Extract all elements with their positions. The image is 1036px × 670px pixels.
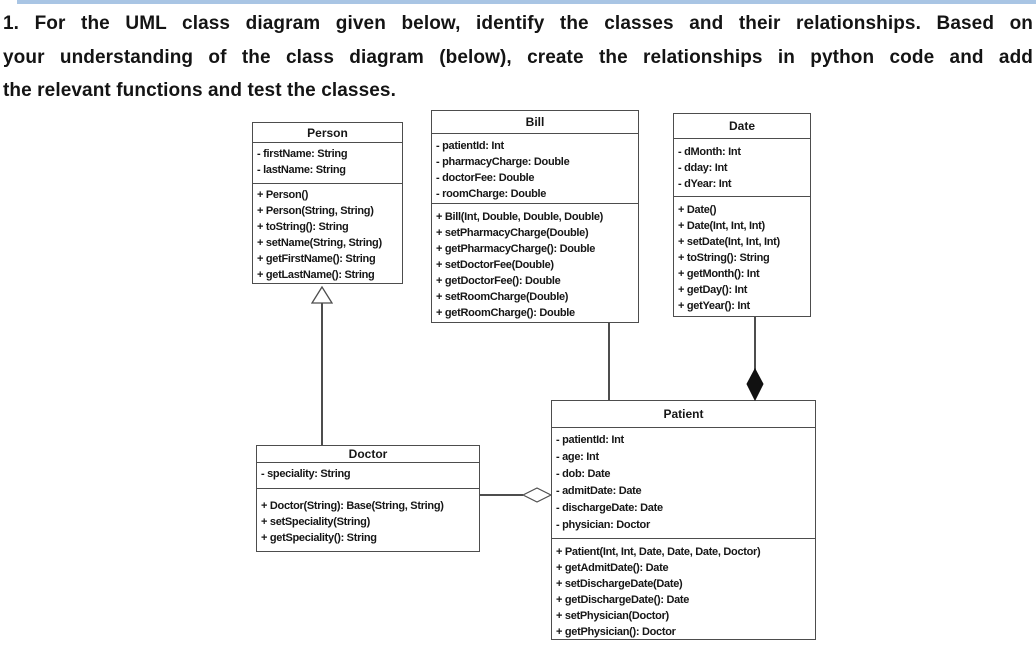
uml-method: + setDischargeDate(Date) (556, 578, 683, 590)
page-top-strip (17, 0, 1036, 4)
uml-attribute: - patientId: Int (436, 140, 504, 152)
aggregation-line-doctor-patient (480, 494, 523, 496)
uml-attribute: - pharmacyCharge: Double (436, 156, 570, 168)
uml-attributes-bill: - patientId: Int - pharmacyCharge: Double… (432, 134, 638, 203)
uml-class-title-person: Person (253, 123, 402, 143)
uml-attributes-date: - dMonth: Int - dday: Int - dYear: Int (674, 139, 810, 196)
uml-attribute: - dMonth: Int (678, 146, 741, 158)
uml-method: + getPhysician(): Doctor (556, 626, 676, 638)
uml-method: + setDoctorFee(Double) (436, 259, 554, 271)
uml-attribute: - age: Int (556, 451, 599, 463)
uml-attribute: - firstName: String (257, 148, 348, 160)
uml-attribute: - dob: Date (556, 468, 611, 480)
uml-class-person: Person - firstName: String - lastName: St… (252, 122, 403, 284)
uml-attribute: - dday: Int (678, 162, 728, 174)
uml-methods-date: + Date() + Date(Int, Int, Int) + setDate(I… (674, 196, 810, 318)
uml-attribute: - dYear: Int (678, 178, 732, 190)
uml-attribute: - patientId: Int (556, 434, 624, 446)
uml-method: + getDoctorFee(): Double (436, 275, 561, 287)
uml-attribute: - roomCharge: Double (436, 188, 547, 200)
uml-method: + getFirstName(): String (257, 253, 376, 265)
uml-class-bill: Bill - patientId: Int - pharmacyCharge: D… (431, 110, 639, 323)
uml-method: + Patient(Int, Int, Date, Date, Date, Do… (556, 546, 761, 558)
uml-method: + toString(): String (257, 221, 349, 233)
uml-attribute: - dischargeDate: Date (556, 502, 663, 514)
uml-method: + getMonth(): Int (678, 268, 760, 280)
instruction-line-2: your understanding of the class diagram … (3, 46, 1033, 68)
uml-method: + setPhysician(Doctor) (556, 610, 669, 622)
uml-method: + getDischargeDate(): Date (556, 594, 690, 606)
uml-method: + setPharmacyCharge(Double) (436, 227, 589, 239)
uml-attributes-doctor: - speciality: String (257, 463, 479, 488)
uml-method: + getAdmitDate(): Date (556, 562, 669, 574)
instruction-line-3: the relevant functions and test the clas… (3, 80, 396, 101)
uml-attributes-person: - firstName: String - lastName: String (253, 143, 402, 183)
aggregation-diamond-icon (522, 487, 552, 503)
uml-attribute: - speciality: String (261, 468, 351, 480)
instruction-line-1: 1. For the UML class diagram given below… (3, 13, 1033, 34)
uml-method: + setDate(Int, Int, Int) (678, 236, 780, 248)
uml-class-title-patient: Patient (552, 401, 815, 428)
uml-method: + getSpeciality(): String (261, 532, 377, 544)
composition-line-date-patient (754, 317, 756, 371)
uml-methods-bill: + Bill(Int, Double, Double, Double) + set… (432, 203, 638, 324)
uml-class-patient: Patient - patientId: Int - age: Int - dob:… (551, 400, 816, 640)
uml-methods-person: + Person() + Person(String, String) + toSt… (253, 183, 402, 284)
uml-class-doctor: Doctor - speciality: String + Doctor(Str… (256, 445, 480, 552)
instruction-paragraph: 1. For the UML class diagram given below… (3, 7, 1033, 108)
uml-methods-doctor: + Doctor(String): Base(String, String) + … (257, 488, 479, 552)
uml-method: + Date() (678, 204, 717, 216)
uml-method: + Bill(Int, Double, Double, Double) (436, 211, 604, 223)
uml-method: + Person() (257, 189, 309, 201)
uml-method: + Doctor(String): Base(String, String) (261, 500, 444, 512)
uml-method: + toString(): String (678, 252, 770, 264)
uml-method: + getDay(): Int (678, 284, 748, 296)
uml-method: + getYear(): Int (678, 300, 750, 312)
uml-method: + Person(String, String) (257, 205, 374, 217)
uml-method: + Date(Int, Int, Int) (678, 220, 765, 232)
uml-class-title-bill: Bill (432, 111, 638, 134)
uml-attribute: - doctorFee: Double (436, 172, 535, 184)
uml-method: + getLastName(): String (257, 269, 375, 281)
uml-method: + getRoomCharge(): Double (436, 307, 575, 319)
uml-method: + setRoomCharge(Double) (436, 291, 569, 303)
uml-class-title-doctor: Doctor (257, 446, 479, 463)
uml-attribute: - lastName: String (257, 164, 346, 176)
generalization-line-doctor-person (321, 302, 323, 445)
uml-class-title-date: Date (674, 114, 810, 139)
association-line-bill-patient (608, 323, 610, 400)
uml-attribute: - physician: Doctor (556, 519, 650, 531)
uml-attributes-patient: - patientId: Int - age: Int - dob: Date - a… (552, 428, 815, 538)
uml-attribute: - admitDate: Date (556, 485, 642, 497)
uml-method: + getPharmacyCharge(): Double (436, 243, 596, 255)
uml-methods-patient: + Patient(Int, Int, Date, Date, Date, Do… (552, 538, 815, 640)
inheritance-triangle-icon (311, 286, 333, 304)
composition-diamond-icon (746, 368, 764, 401)
uml-class-date: Date - dMonth: Int - dday: Int - dYear: In… (673, 113, 811, 317)
uml-method: + setSpeciality(String) (261, 516, 370, 528)
uml-method: + setName(String, String) (257, 237, 382, 249)
